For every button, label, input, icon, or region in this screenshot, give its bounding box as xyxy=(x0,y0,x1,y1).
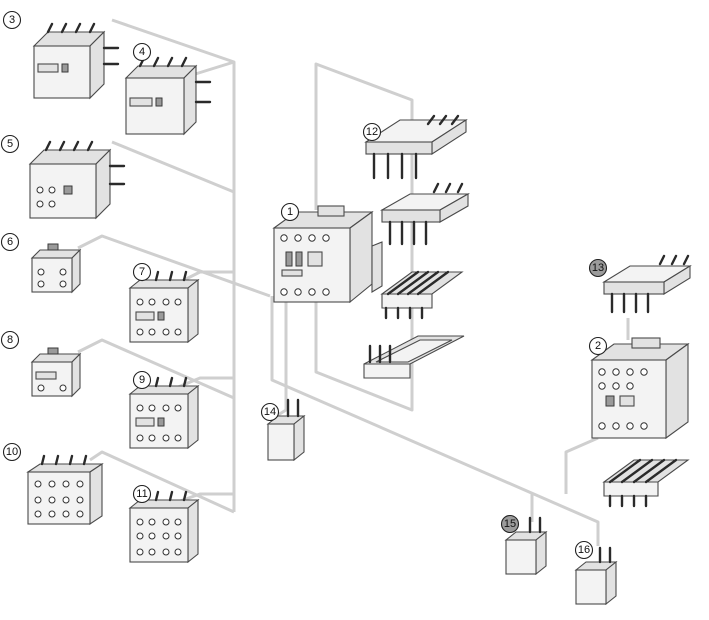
callout-15-circle xyxy=(500,514,520,534)
connector-8-9 xyxy=(77,338,235,400)
aux-contact-block-5 xyxy=(28,140,126,220)
callout-11: 11 xyxy=(132,484,152,504)
link-bridge-12b xyxy=(379,182,471,246)
surge-suppressor-16 xyxy=(574,546,618,606)
callout-3: 3 xyxy=(2,10,22,30)
callout-4-circle xyxy=(132,42,152,62)
link-comb-12c xyxy=(380,270,464,320)
callout-13-circle xyxy=(588,258,608,278)
connector-10-11 xyxy=(89,450,235,514)
surge-suppressor-15 xyxy=(504,516,548,576)
contactor-2 xyxy=(590,337,690,440)
callout-4-label: 4 xyxy=(139,46,145,58)
aux-contact-block-10 xyxy=(26,454,104,526)
callout-6: 6 xyxy=(0,232,20,252)
callout-16: 16 xyxy=(574,540,594,560)
callout-11-circle xyxy=(132,484,152,504)
callout-2: 2 xyxy=(588,336,608,356)
connector-15-16 xyxy=(270,296,600,546)
link-frame-12d xyxy=(363,335,465,379)
callout-8-label: 8 xyxy=(7,334,13,346)
callout-6-circle xyxy=(0,232,20,252)
connector-12-bus xyxy=(314,62,414,412)
callout-7: 7 xyxy=(132,262,152,282)
callout-3-label: 3 xyxy=(9,14,15,26)
callout-9-circle xyxy=(132,370,152,390)
callout-5-circle xyxy=(0,134,20,154)
aux-contact-block-7 xyxy=(128,270,200,344)
callout-15-label: 15 xyxy=(504,518,516,530)
link-comb-2 xyxy=(602,458,690,508)
aux-contact-block-6 xyxy=(30,243,82,294)
callout-4: 4 xyxy=(132,42,152,62)
callout-5: 5 xyxy=(0,134,20,154)
callout-7-label: 7 xyxy=(139,266,145,278)
callout-12-circle xyxy=(362,122,382,142)
connector-6-7 xyxy=(77,234,271,298)
callout-1-label: 1 xyxy=(287,206,293,218)
callout-16-label: 16 xyxy=(578,544,590,556)
callout-8: 8 xyxy=(0,330,20,350)
link-bridge-12a xyxy=(364,114,468,180)
callout-14: 14 xyxy=(260,402,280,422)
callout-7-circle xyxy=(132,262,152,282)
surge-suppressor-14 xyxy=(266,398,306,462)
callout-2-circle xyxy=(588,336,608,356)
callout-13-label: 13 xyxy=(592,262,604,274)
callout-13: 13 xyxy=(588,258,608,278)
aux-contact-block-8 xyxy=(30,347,82,398)
callout-12-label: 12 xyxy=(366,126,378,138)
connector-5 xyxy=(111,140,235,194)
callout-16-circle xyxy=(574,540,594,560)
aux-contact-block-11 xyxy=(128,490,200,564)
connector-2 xyxy=(564,436,599,494)
callout-14-circle xyxy=(260,402,280,422)
callout-10-circle xyxy=(2,442,22,462)
callout-3-circle xyxy=(2,10,22,30)
callouts: 1 2 3 4 5 6 7 8 xyxy=(0,10,608,560)
callout-11-label: 11 xyxy=(136,488,147,500)
aux-contact-block-3 xyxy=(32,22,120,100)
callout-10-label: 10 xyxy=(6,446,18,458)
callout-9-label: 9 xyxy=(139,374,145,386)
callout-2-label: 2 xyxy=(595,340,601,352)
callout-1: 1 xyxy=(280,202,300,222)
callout-14-label: 14 xyxy=(264,406,276,418)
link-bridge-13 xyxy=(602,254,692,314)
callout-8-circle xyxy=(0,330,20,350)
callout-6-label: 6 xyxy=(7,236,13,248)
callout-12: 12 xyxy=(362,122,382,142)
callout-1-circle xyxy=(280,202,300,222)
callout-15: 15 xyxy=(500,514,520,534)
callout-10: 10 xyxy=(2,442,22,462)
callout-9: 9 xyxy=(132,370,152,390)
contactor-1 xyxy=(272,205,383,304)
connector-lines xyxy=(77,18,630,546)
callout-5-label: 5 xyxy=(7,138,13,150)
aux-contact-block-4 xyxy=(124,56,212,136)
